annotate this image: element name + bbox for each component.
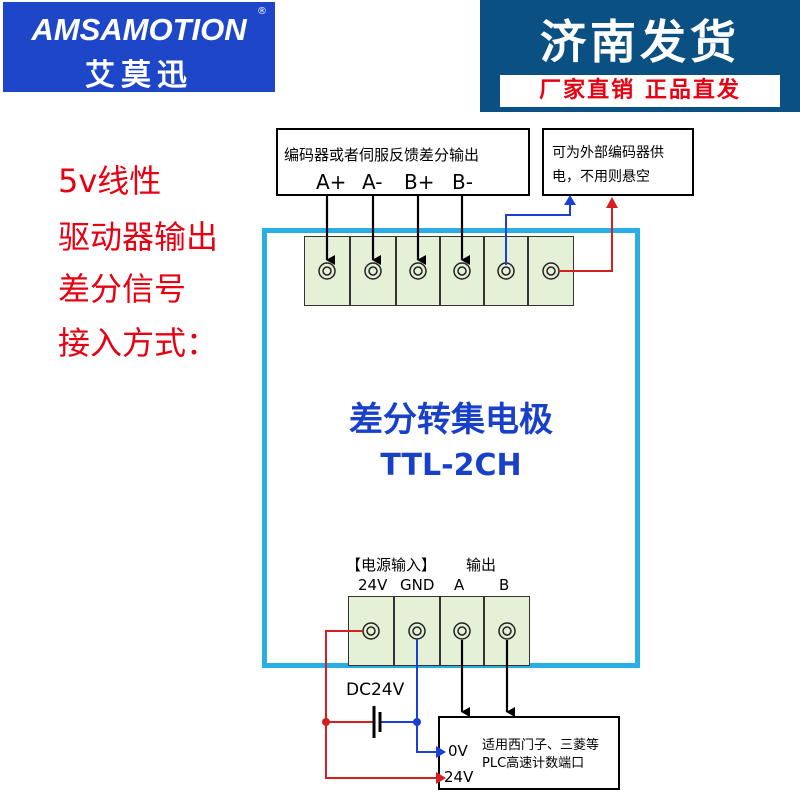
bottom-pin-b: B <box>499 576 510 594</box>
encoder-output-box: 编码器或者伺服反馈差分输出 <box>276 128 530 196</box>
top-screw-row <box>318 262 560 280</box>
intro-line-2: 驱动器输出 <box>58 218 219 256</box>
screw-icon <box>453 622 471 640</box>
shipping-title: 济南发货 <box>540 15 740 69</box>
plc-pin-0v: 0V <box>448 742 468 760</box>
screw-icon <box>364 262 382 280</box>
encoder-signal-wires <box>325 196 470 265</box>
brand-logo: AMSAMOTION ® 艾莫迅 <box>3 2 275 93</box>
encoder-pin-b-minus: B- <box>452 170 473 194</box>
intro-line-4: 接入方式： <box>58 324 219 362</box>
bottom-screw-row <box>362 622 516 640</box>
power-gnd-wire <box>380 639 446 758</box>
screw-icon <box>542 262 560 280</box>
supply-label: DC24V <box>346 680 405 700</box>
screw-icon <box>497 262 515 280</box>
shipping-tagline: 厂家直销 正品直发 <box>500 75 780 107</box>
encoder-box-title: 编码器或者伺服反馈差分输出 <box>284 146 480 164</box>
encoder-power-vcc-wire <box>559 197 618 272</box>
encoder-pin-b-plus: B+ <box>404 170 435 194</box>
shipping-banner: 济南发货 厂家直销 正品直发 <box>480 0 800 112</box>
power-input-label: 【电源输入】 <box>346 556 437 574</box>
module-title: 差分转集电极 <box>349 400 553 440</box>
plc-box-line-1: 适用西门子、三菱等 <box>482 738 600 753</box>
intro-line-3: 差分信号 <box>58 270 187 308</box>
bottom-pin-a: A <box>454 576 465 594</box>
encoder-power-note: 可为外部编码器供 电，不用则悬空 <box>542 128 694 196</box>
bottom-pin-gnd: GND <box>400 576 435 594</box>
power-note-line-2: 电，不用则悬空 <box>552 169 650 185</box>
intro-line-1: 5v线性 <box>58 162 162 200</box>
screw-icon <box>498 622 516 640</box>
registered-mark: ® <box>257 6 267 17</box>
power-24v-wire <box>322 630 446 784</box>
screw-icon <box>453 262 471 280</box>
screw-icon <box>362 622 380 640</box>
plc-box-line-2: PLC高速计数端口 <box>482 756 585 771</box>
top-terminal-5 <box>484 236 528 306</box>
encoder-pin-a-plus: A+ <box>316 170 347 194</box>
battery-icon <box>372 706 382 738</box>
brand-name-en: AMSAMOTION <box>31 12 247 47</box>
bottom-pin-24v: 24V <box>358 576 388 594</box>
screw-icon <box>318 262 336 280</box>
encoder-power-gnd-wire <box>505 195 576 265</box>
module-model: TTL-2CH <box>380 448 522 483</box>
plc-pin-24v: 24V <box>444 768 474 786</box>
screw-icon <box>409 262 427 280</box>
screw-icon <box>408 622 426 640</box>
power-note-line-1: 可为外部编码器供 <box>552 145 664 161</box>
brand-name-cn: 艾莫迅 <box>85 58 193 93</box>
encoder-pin-a-minus: A- <box>362 170 383 194</box>
output-label: 输出 <box>466 556 497 574</box>
output-signal-wires <box>460 640 515 717</box>
